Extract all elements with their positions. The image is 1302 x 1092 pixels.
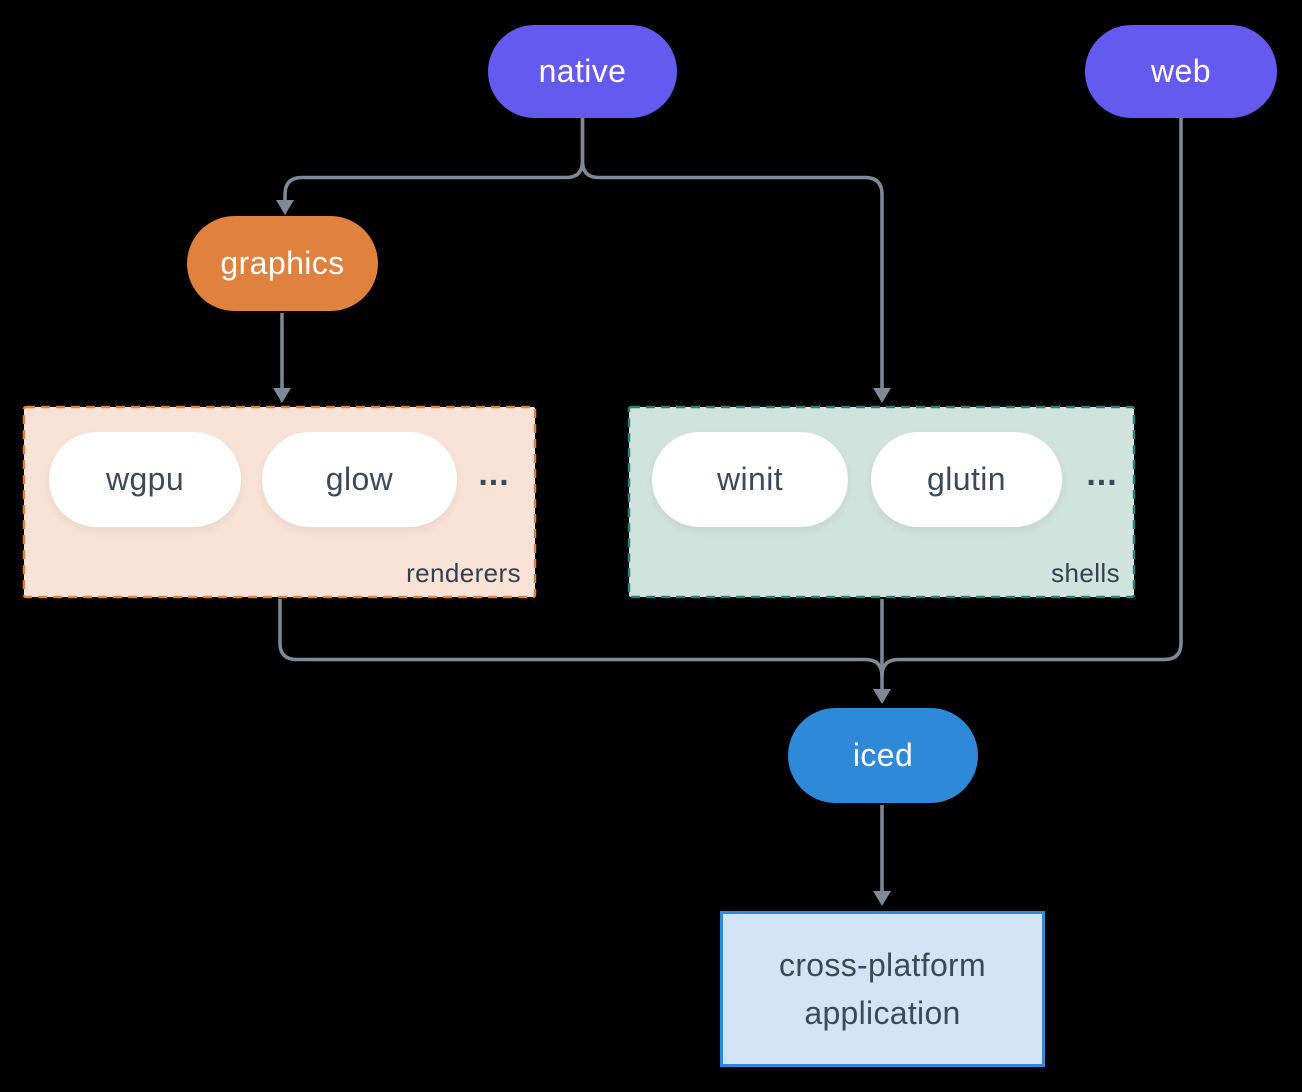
arrowhead-shells (873, 388, 891, 403)
shells-group: winit glutin ... shells (629, 407, 1134, 597)
arrowhead-application (873, 891, 891, 906)
renderers-ellipsis: ... (478, 455, 510, 493)
node-native: native (488, 25, 677, 118)
connector-native-to-graphics (283, 118, 585, 201)
node-graphics-label: graphics (220, 245, 345, 281)
arrowhead-renderers (273, 388, 291, 403)
node-winit: winit (652, 432, 848, 527)
node-wgpu: wgpu (49, 432, 241, 527)
node-glow: glow (262, 432, 457, 527)
node-web-label: web (1151, 53, 1211, 89)
node-glow-label: glow (325, 461, 394, 497)
node-native-label: native (538, 53, 627, 89)
node-graphics: graphics (187, 216, 378, 311)
connector-native-to-shells (580, 118, 884, 388)
renderers-group-label: renderers (406, 558, 521, 588)
node-glutin: glutin (871, 432, 1062, 527)
arrowhead-iced (873, 689, 891, 704)
connector-renderers-to-iced (278, 599, 884, 677)
shells-ellipsis: ... (1086, 455, 1118, 493)
arrowhead-graphics (276, 200, 294, 215)
shells-group-label: shells (1051, 558, 1120, 588)
renderers-group: wgpu glow ... renderers (24, 407, 535, 597)
node-web: web (1085, 25, 1277, 118)
node-glutin-label: glutin (927, 461, 1006, 497)
node-iced-label: iced (852, 737, 914, 773)
node-application-label: cross-platform application (779, 947, 986, 1031)
node-winit-label: winit (716, 461, 783, 497)
node-application: cross-platform application (720, 911, 1045, 1067)
node-wgpu-label: wgpu (105, 461, 185, 497)
node-iced: iced (788, 708, 978, 803)
connector-web-to-iced (880, 118, 1183, 677)
